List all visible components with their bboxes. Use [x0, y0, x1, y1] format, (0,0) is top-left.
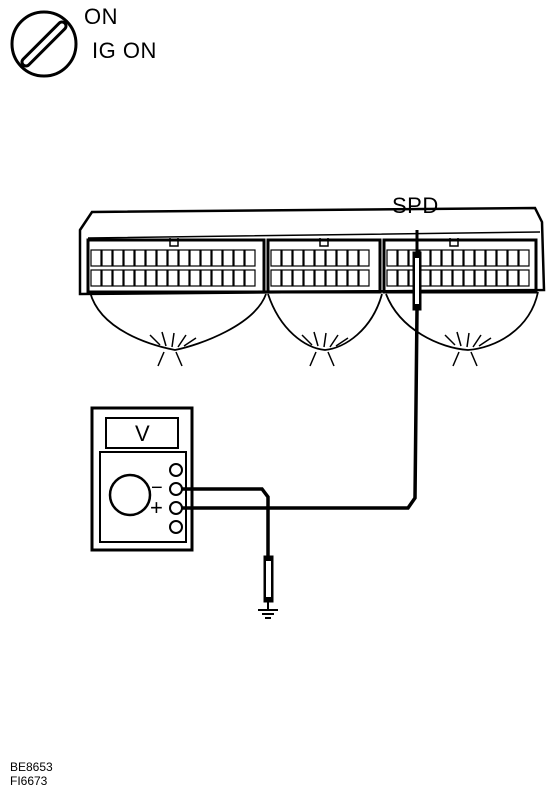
figure-code-1: BE8653: [10, 760, 53, 774]
spd-probe: [412, 230, 422, 311]
connector-pin: [90, 249, 102, 267]
ground-symbol-icon: [258, 555, 278, 619]
connector-pin: [112, 249, 124, 267]
connector-pin: [325, 269, 337, 287]
connector-pin: [474, 269, 486, 287]
connector-pin: [336, 249, 348, 267]
connector-pin: [123, 269, 135, 287]
connector-pin: [233, 269, 245, 287]
connector-pin: [386, 269, 398, 287]
connector-pin: [314, 249, 326, 267]
connector-pin: [167, 249, 179, 267]
connector-pin: [281, 249, 293, 267]
meter-plus-label: +: [150, 495, 164, 520]
connector-pin: [452, 249, 464, 267]
connector-pin: [270, 249, 282, 267]
connector-pin: [430, 269, 442, 287]
connector-pin: [347, 269, 359, 287]
connector-pin: [485, 249, 497, 267]
connector-pin: [507, 269, 519, 287]
connector-pin: [463, 249, 475, 267]
connector-pin: [244, 249, 256, 267]
connector-pin: [485, 269, 497, 287]
connector-pin: [178, 269, 190, 287]
connector-pin: [222, 249, 234, 267]
meter-minus-label: −: [151, 477, 164, 499]
connector-pin: [189, 249, 201, 267]
connector-pin: [507, 249, 519, 267]
connector-pin: [112, 269, 124, 287]
connector-pin: [233, 249, 245, 267]
connector-pin: [200, 249, 212, 267]
connector-pin: [145, 269, 157, 287]
connector-pin: [386, 249, 398, 267]
connector-pin: [123, 249, 135, 267]
connector-pin: [200, 269, 212, 287]
connector-pin: [244, 269, 256, 287]
figure-code-2: FI6673: [10, 774, 48, 788]
connector-pin: [211, 269, 223, 287]
connector-pin: [518, 249, 530, 267]
connector-pin: [441, 269, 453, 287]
connector-pin: [496, 269, 508, 287]
connector-pin: [325, 249, 337, 267]
connector-pin: [347, 249, 359, 267]
connector-pin: [101, 269, 113, 287]
connector-pin: [156, 249, 168, 267]
connector-pin: [358, 269, 370, 287]
connector-pin: [90, 269, 102, 287]
connector-pin: [303, 269, 315, 287]
connector-pin: [101, 249, 113, 267]
connector-pin: [134, 269, 146, 287]
connector-pin: [397, 249, 409, 267]
ignition-caption-label: IG ON: [92, 38, 157, 63]
connector-pin: [167, 269, 179, 287]
connector-pin: [189, 269, 201, 287]
spd-terminal-label: SPD: [392, 193, 439, 218]
connector-pin: [336, 269, 348, 287]
connector-pin: [178, 249, 190, 267]
connector-pin: [281, 269, 293, 287]
test-leads: [182, 309, 419, 556]
connector-pin: [145, 249, 157, 267]
connector-pin: [303, 249, 315, 267]
connector-pin: [292, 269, 304, 287]
connector-pin: [430, 249, 442, 267]
connector-pin: [156, 269, 168, 287]
connector-pin: [314, 269, 326, 287]
connector-pin: [292, 249, 304, 267]
connector-pin: [397, 269, 409, 287]
connector-pin: [358, 249, 370, 267]
connector-pin: [222, 269, 234, 287]
connector-pin: [463, 269, 475, 287]
ignition-key-icon: [10, 10, 78, 78]
connector-pin: [452, 269, 464, 287]
connector-pin: [211, 249, 223, 267]
connector-pin: [270, 269, 282, 287]
meter-mode-label: V: [135, 421, 151, 446]
connector-pin: [496, 249, 508, 267]
connector-pin: [474, 249, 486, 267]
connector-pin: [518, 269, 530, 287]
connector-pin: [134, 249, 146, 267]
ignition-state-label: ON: [84, 4, 118, 29]
ecu-connector-icon: [78, 206, 546, 367]
connector-pin: [441, 249, 453, 267]
